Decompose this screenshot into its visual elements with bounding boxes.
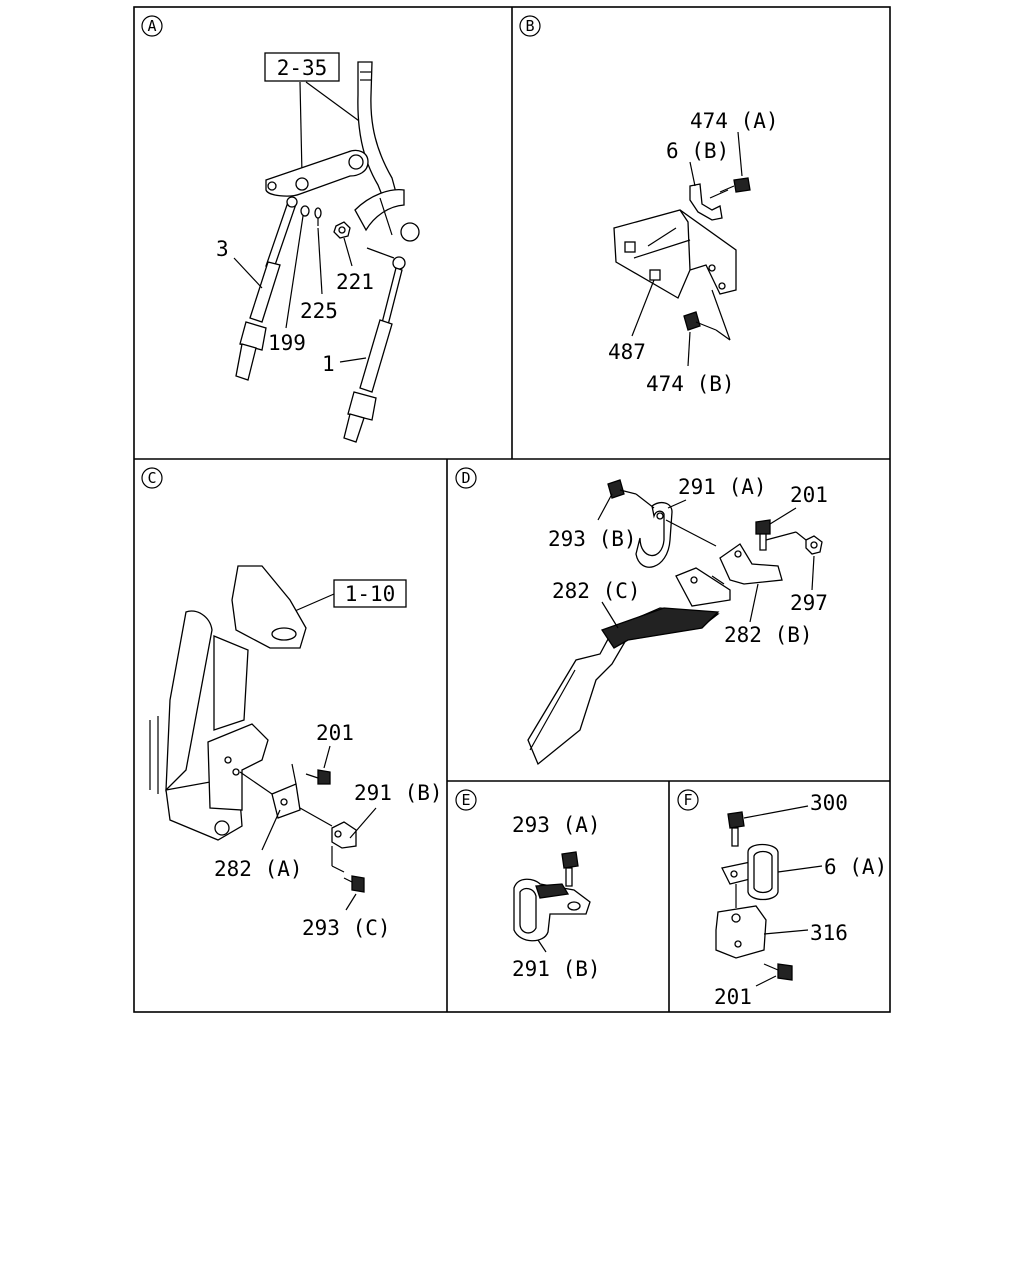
clamp-291b-c (331, 821, 357, 873)
washer-199 (300, 205, 310, 217)
label-297: 297 (790, 591, 828, 615)
svg-text:2-35: 2-35 (277, 56, 328, 80)
svg-text:B: B (525, 17, 534, 35)
label-293b: 293 (B) (548, 527, 637, 551)
label-3: 3 (216, 237, 229, 261)
label-225: 225 (300, 299, 338, 323)
panel-f-marker: F (677, 789, 699, 811)
label-291a: 291 (A) (678, 475, 767, 499)
frame-structure (149, 565, 307, 841)
panel-f: F 300 6 (A) 316 201 (677, 789, 887, 1009)
svg-text:D: D (461, 469, 470, 487)
panel-d: D (455, 467, 828, 766)
clamp-291a (635, 501, 717, 568)
bolt-201-c (305, 769, 331, 785)
label-282c: 282 (C) (552, 579, 641, 603)
svg-text:A: A (147, 17, 156, 35)
label-293c: 293 (C) (302, 916, 391, 940)
label-316: 316 (810, 921, 848, 945)
label-291b-e: 291 (B) (512, 957, 601, 981)
nut-221 (333, 221, 351, 239)
label-201-d: 201 (790, 483, 828, 507)
svg-text:1-10: 1-10 (345, 582, 396, 606)
panel-b-marker: B (519, 15, 541, 37)
panel-c-marker: C (141, 467, 163, 489)
panel-b: B 474 (A) 6 (B) 48 (519, 15, 779, 396)
label-487: 487 (608, 340, 646, 364)
label-282b: 282 (B) (724, 623, 813, 647)
bolt-293c (343, 875, 365, 893)
panel-frames (133, 6, 891, 1013)
label-1: 1 (322, 352, 335, 376)
bolt-201-d (755, 519, 797, 551)
nut-297 (795, 531, 823, 555)
panel-d-marker: D (455, 467, 477, 489)
label-293a: 293 (A) (512, 813, 601, 837)
bracket-316 (715, 905, 809, 959)
panel-e-marker: E (455, 789, 477, 811)
label-300: 300 (810, 791, 848, 815)
select-cable-1 (343, 247, 406, 443)
pin-225 (314, 207, 322, 226)
bolt-474b (683, 289, 731, 341)
panel-a-reference-box: 2-35 (264, 52, 367, 176)
label-282a: 282 (A) (214, 857, 303, 881)
bolt-201-f (763, 963, 793, 981)
bolt-293a (561, 851, 579, 887)
svg-text:E: E (461, 791, 470, 809)
bolt-474a (709, 177, 751, 199)
label-474a: 474 (A) (690, 109, 779, 133)
bracket-487 (613, 209, 737, 299)
panel-a: A 2-35 (141, 15, 420, 443)
bolt-300 (727, 805, 809, 847)
shift-cable-3 (235, 196, 298, 381)
svg-text:C: C (147, 469, 156, 487)
bracket-282a (239, 763, 333, 827)
label-291b-c: 291 (B) (354, 781, 443, 805)
label-474b: 474 (B) (646, 372, 735, 396)
bolt-293b (607, 479, 655, 509)
panel-a-marker: A (141, 15, 163, 37)
label-221: 221 (336, 270, 374, 294)
panel-e: E 293 (A) 291 (B) (455, 789, 601, 981)
clamp-6a (721, 843, 823, 908)
panel-c: C 1-10 (141, 467, 443, 940)
label-199: 199 (268, 331, 306, 355)
label-201-f: 201 (714, 985, 752, 1009)
shift-lever (354, 61, 420, 242)
label-201-c: 201 (316, 721, 354, 745)
panel-c-reference-box: 1-10 (287, 579, 407, 615)
label-6b: 6 (B) (666, 139, 729, 163)
bell-crank-link (265, 149, 369, 197)
guard-282c (527, 607, 720, 766)
clamp-291b-e (513, 878, 591, 942)
svg-text:F: F (683, 791, 692, 809)
label-6a: 6 (A) (824, 855, 887, 879)
bracket-282b (675, 543, 783, 607)
clip-6b (689, 183, 723, 221)
